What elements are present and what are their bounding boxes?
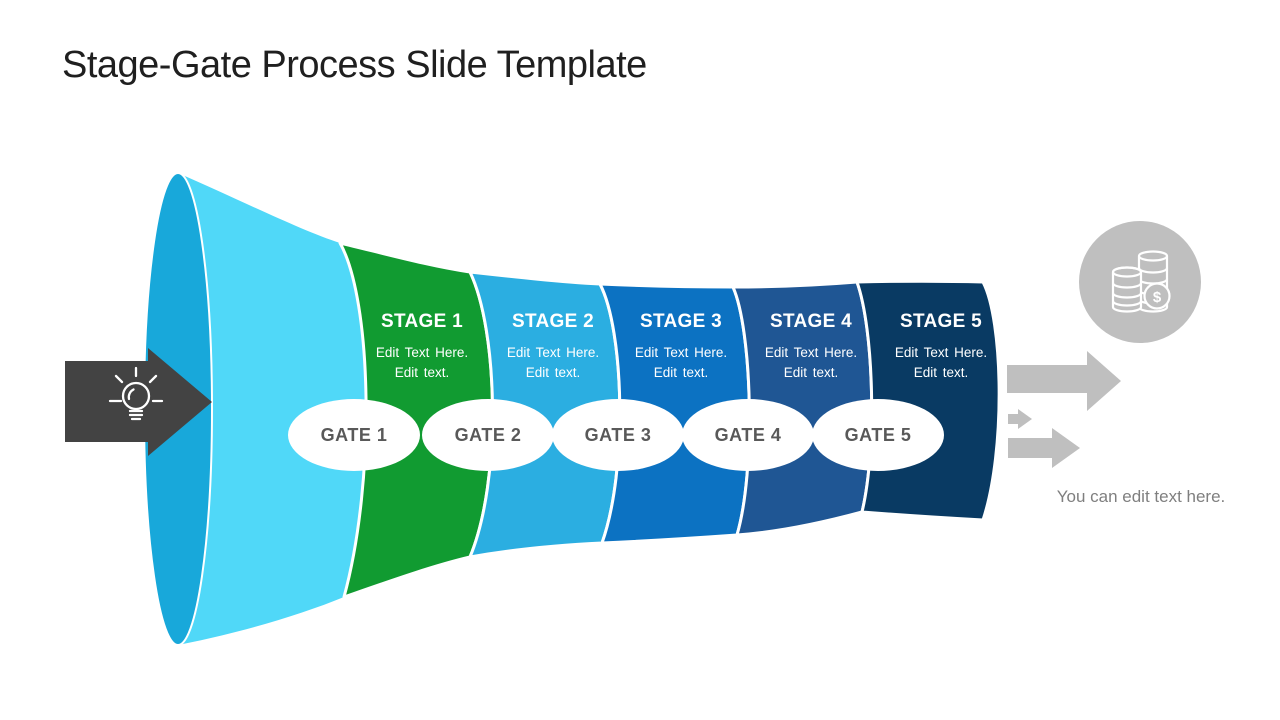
gate-3-label[interactable]: GATE 3 bbox=[584, 425, 652, 445]
dollar-glyph: $ bbox=[1153, 289, 1162, 306]
lightbulb-icon bbox=[108, 366, 164, 421]
stage-4-text-line1: Edit Text Here. bbox=[764, 345, 858, 360]
gate-4-shape[interactable] bbox=[682, 399, 814, 471]
stage-4-text[interactable]: Edit Text Here. Edit text. bbox=[731, 343, 891, 383]
output-arrow-large bbox=[1007, 351, 1121, 411]
stage-5-text-line2: Edit text. bbox=[913, 365, 969, 380]
stage-2-text-line1: Edit Text Here. bbox=[506, 345, 600, 360]
output-arrow-small bbox=[1008, 409, 1032, 429]
stage-2-text[interactable]: Edit Text Here. Edit text. bbox=[473, 343, 633, 383]
gate-2-shape[interactable] bbox=[422, 399, 554, 471]
stage-4-label[interactable]: STAGE 4 bbox=[770, 311, 852, 332]
stage-5-label[interactable]: STAGE 5 bbox=[900, 311, 982, 332]
stage-5-text[interactable]: Edit Text Here. Edit text. bbox=[861, 343, 1021, 383]
stage-3-text[interactable]: Edit Text Here. Edit text. bbox=[601, 343, 761, 383]
output-caption[interactable]: You can edit text here. bbox=[1056, 487, 1226, 506]
stage-1-text-line1: Edit Text Here. bbox=[375, 345, 469, 360]
gate-5-label[interactable]: GATE 5 bbox=[844, 425, 912, 445]
page-title[interactable]: Stage-Gate Process Slide Template bbox=[62, 44, 647, 86]
funnel-body bbox=[178, 173, 367, 645]
gate-1-shape[interactable] bbox=[288, 399, 420, 471]
stage-2-label[interactable]: STAGE 2 bbox=[512, 311, 594, 332]
gate-5-shape[interactable] bbox=[812, 399, 944, 471]
stage-2-text-line2: Edit text. bbox=[525, 365, 581, 380]
gate-4-label[interactable]: GATE 4 bbox=[714, 425, 782, 445]
stage-1-text[interactable]: Edit Text Here. Edit text. bbox=[342, 343, 502, 383]
stage-5-text-line1: Edit Text Here. bbox=[894, 345, 988, 360]
stage-3-text-line2: Edit text. bbox=[653, 365, 709, 380]
stage-4-text-line2: Edit text. bbox=[783, 365, 839, 380]
output-arrow-medium bbox=[1008, 428, 1080, 468]
stage-3-text-line1: Edit Text Here. bbox=[634, 345, 728, 360]
stage-1-label[interactable]: STAGE 1 bbox=[381, 311, 463, 332]
stage-1-text-line2: Edit text. bbox=[394, 365, 450, 380]
input-arrow bbox=[65, 348, 212, 456]
gate-1-label[interactable]: GATE 1 bbox=[320, 425, 388, 445]
gate-3-shape[interactable] bbox=[552, 399, 684, 471]
stage-3-label[interactable]: STAGE 3 bbox=[640, 311, 722, 332]
coins-icon: $ bbox=[1111, 250, 1171, 313]
gate-2-label[interactable]: GATE 2 bbox=[454, 425, 522, 445]
